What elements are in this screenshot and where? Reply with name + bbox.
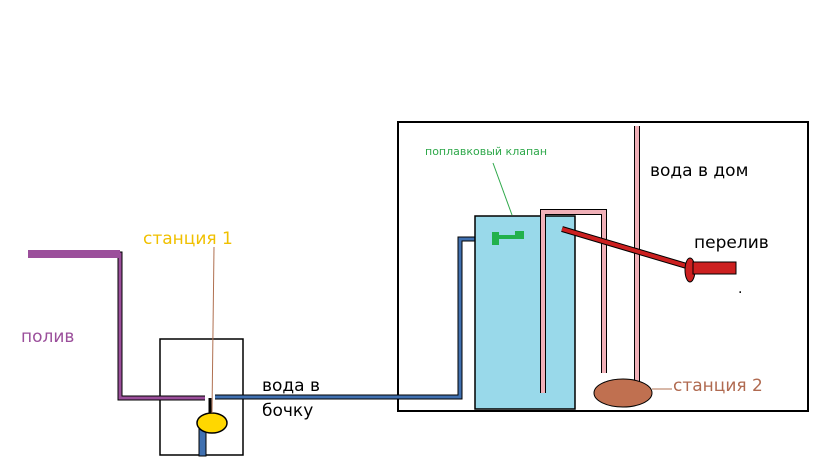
overflow-pipe-outlet — [692, 261, 737, 275]
station2-label: станция 2 — [673, 376, 763, 396]
float-valve-body — [492, 232, 499, 245]
house-outline — [397, 121, 809, 412]
feed-pipe — [215, 237, 494, 399]
overflow-pipe — [561, 227, 691, 269]
station1-label: станция 1 — [143, 229, 233, 249]
float-valve-arm — [499, 235, 519, 239]
barrel-feed-label: вода в бочку — [262, 376, 321, 421]
float-valve-label: поплавковый клапан — [425, 145, 548, 158]
overflow-label: перелив — [694, 233, 769, 253]
feed-pipe-outline — [215, 236, 494, 400]
storage-tank — [474, 215, 576, 410]
suction-pipe — [541, 210, 606, 393]
float-valve-leader-line — [492, 162, 513, 216]
station1-pump — [196, 412, 228, 434]
irrigation-pipe-outline — [28, 251, 205, 401]
house-supply-label: вода в дом — [650, 161, 749, 181]
irrigation-pipe — [28, 252, 205, 400]
float-valve-float — [515, 231, 524, 239]
station1-leader-line — [211, 246, 215, 414]
station2-pump — [593, 378, 653, 408]
stray-dot: . — [738, 281, 743, 297]
irrigation-outlet — [28, 250, 120, 258]
irrigation-label: полив — [21, 327, 75, 347]
